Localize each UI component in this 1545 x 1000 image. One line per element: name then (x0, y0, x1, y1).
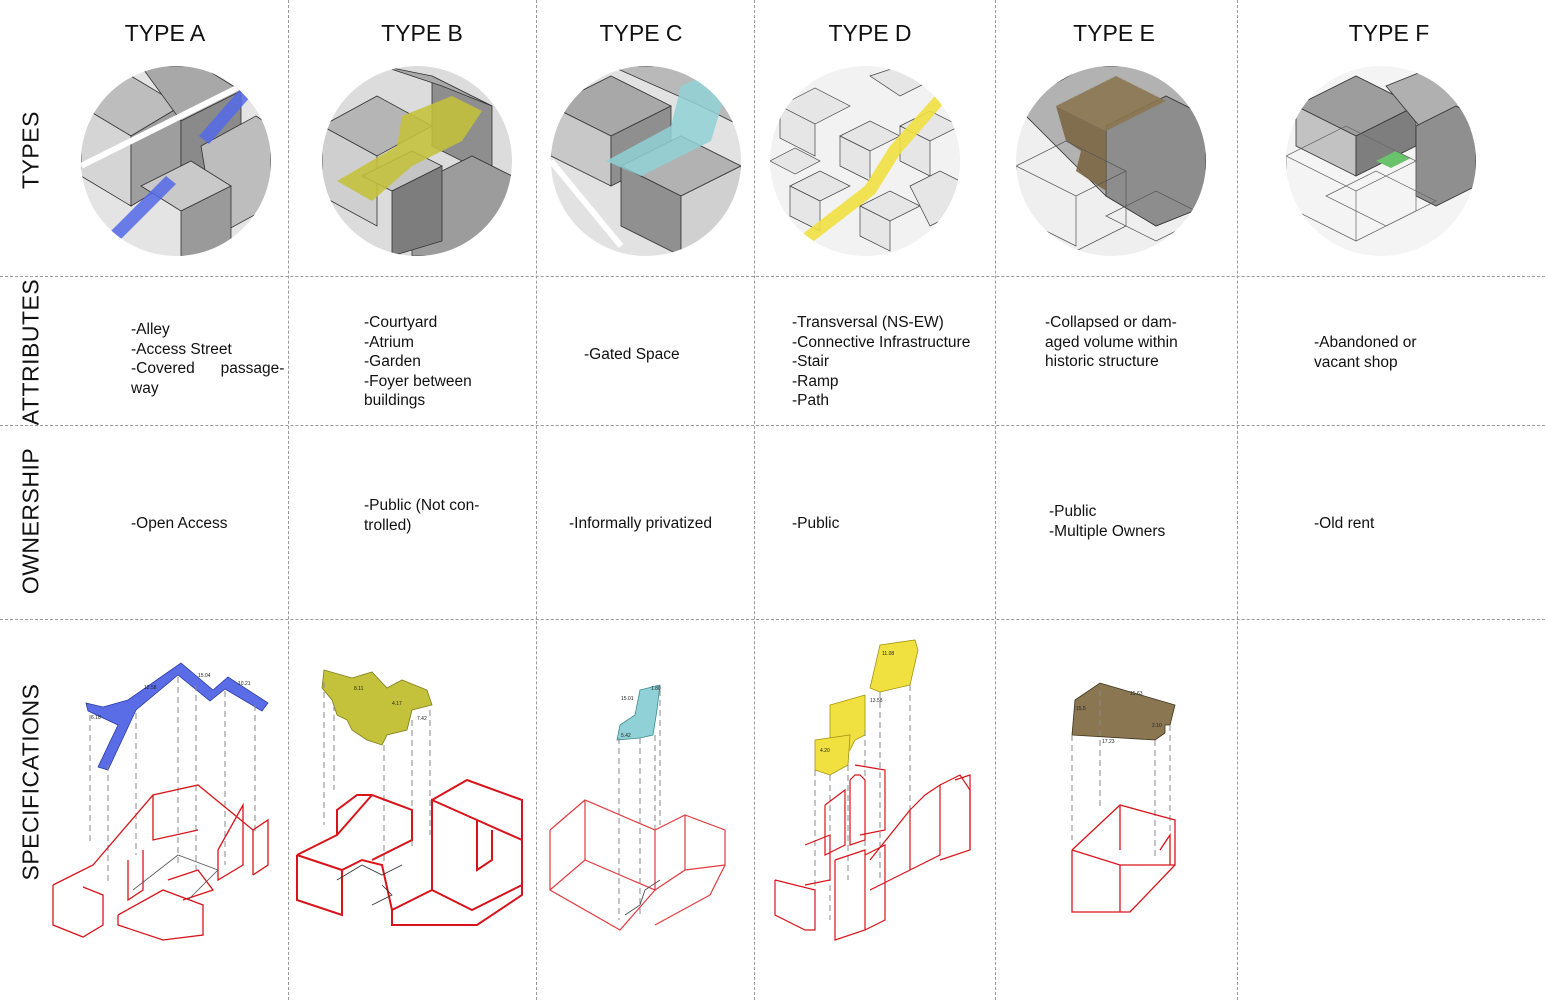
type-a-illustration (81, 66, 271, 256)
type-e-specification: 15.63 15.5 2.10 17.23 (1071, 682, 1176, 913)
type-f-attributes: -Abandoned or vacant shop (1314, 333, 1417, 372)
dimension-label: 5.42 (621, 733, 631, 739)
attribute-line: -Alley (131, 321, 170, 338)
attribute-line: -Access Street (131, 340, 232, 358)
type-f-illustration (1286, 66, 1476, 256)
ownership-line: -Informally privatized (569, 515, 712, 532)
type-a-ownership: -Open Access (131, 514, 228, 534)
dimension-label: 1.80 (651, 686, 661, 692)
attribute-line: vacant shop (1314, 353, 1398, 371)
dimension-label: 15.5 (1076, 706, 1086, 712)
dimension-label: 10.21 (238, 681, 251, 687)
dimension-label: 7.42 (417, 716, 427, 722)
type-a-specification: 12.58 10.21 15.04 6.18 (52, 662, 269, 941)
column-title-type-b: TYPE B (381, 20, 463, 46)
attribute-line: -Collapsed or dam- (1045, 314, 1177, 331)
type-c-attributes: -Gated Space (584, 345, 680, 365)
column-title-type-f: TYPE F (1348, 20, 1430, 46)
dimension-label: 17.23 (1102, 739, 1115, 745)
type-d-ownership: -Public (792, 514, 839, 534)
type-d-specification: 11.08 13.58 4.20 (774, 639, 971, 941)
type-b-highlight (337, 96, 482, 201)
attribute-line: -Atrium (364, 333, 414, 351)
column-divider (288, 0, 289, 1000)
ownership-line: -Public (792, 515, 840, 532)
type-d-attributes: -Transversal (NS-EW) -Connective Infrast… (792, 313, 970, 411)
type-f-ownership: -Old rent (1314, 514, 1374, 534)
row-label-ownership: OWNERSHIP (17, 447, 44, 595)
dimension-label: 15.01 (621, 696, 634, 702)
type-b-plan (321, 669, 433, 746)
type-e-ownership: -Public -Multiple Owners (1049, 502, 1165, 541)
type-a-attributes: -Alley -Access Street -Covered passage- … (131, 320, 286, 398)
attribute-line: -Garden (364, 353, 421, 370)
type-b-specification: 8.11 4.17 7.42 (296, 669, 523, 926)
row-divider (0, 619, 1545, 620)
ownership-line: -Public (Not con- (364, 497, 480, 514)
dimension-label: 15.04 (198, 673, 211, 679)
ownership-line: -Open Access (131, 515, 228, 532)
type-e-attributes: -Collapsed or dam- aged volume within hi… (1045, 313, 1178, 372)
column-title-type-c: TYPE C (599, 20, 683, 46)
dimension-label: 4.20 (820, 748, 830, 754)
type-c-illustration (551, 66, 741, 256)
attribute-line: -Foyer between (364, 372, 472, 390)
type-c-specification: 15.01 1.80 5.42 (549, 684, 726, 931)
dimension-label: 12.58 (144, 685, 157, 691)
ownership-line: -Old rent (1314, 515, 1375, 532)
column-title-type-d: TYPE D (828, 20, 912, 46)
type-a-plan (85, 662, 269, 771)
attribute-line: historic structure (1045, 353, 1159, 370)
attribute-line: way (131, 379, 159, 397)
column-title-type-e: TYPE E (1073, 20, 1155, 46)
dimension-label: 4.17 (392, 701, 402, 707)
ownership-line: -Multiple Owners (1049, 522, 1166, 540)
type-f-highlight (1376, 151, 1411, 168)
row-label-attributes: ATTRIBUTES (17, 278, 44, 426)
ownership-line: -Public (1049, 503, 1097, 520)
column-title-type-a: TYPE A (124, 20, 206, 46)
attribute-line: -Courtyard (364, 314, 438, 331)
ownership-line: trolled) (364, 516, 412, 534)
dimension-label: 2.10 (1152, 723, 1162, 729)
column-divider (536, 0, 537, 1000)
type-c-highlight (606, 71, 726, 176)
row-label-types: TYPES (17, 111, 44, 189)
column-divider (995, 0, 996, 1000)
attribute-line: -Stair (792, 353, 830, 370)
dimension-label: 13.58 (870, 698, 883, 704)
attribute-line: -Transversal (NS-EW) (792, 314, 944, 331)
type-d-illustration (770, 66, 960, 256)
dimension-label: 8.11 (354, 686, 364, 692)
type-e-plan (1071, 682, 1176, 741)
type-e-illustration (1016, 66, 1206, 256)
column-divider (754, 0, 755, 1000)
attribute-line: -Gated Space (584, 346, 680, 363)
type-a-highlight (199, 88, 251, 144)
type-d-plan-lower (814, 734, 851, 776)
attribute-line: -Connective Infrastructure (792, 333, 971, 351)
attribute-line: -Ramp (792, 372, 839, 390)
attribute-line: -Abandoned or (1314, 334, 1417, 351)
dimension-label: 6.18 (91, 715, 101, 721)
row-divider (0, 276, 1545, 277)
type-b-ownership: -Public (Not con- trolled) (364, 496, 479, 535)
dimension-label: 11.08 (882, 651, 894, 657)
type-b-attributes: -Courtyard -Atrium -Garden -Foyer betwee… (364, 313, 472, 411)
attribute-line: -Path (792, 392, 830, 409)
attribute-line: aged volume within (1045, 333, 1178, 351)
type-d-plan-upper (869, 639, 919, 693)
row-divider (0, 425, 1545, 426)
row-label-specifications: SPECIFICATIONS (17, 683, 44, 881)
type-c-plan (616, 684, 661, 741)
type-c-ownership: -Informally privatized (569, 514, 712, 534)
column-divider (1237, 0, 1238, 1000)
attribute-line: buildings (364, 392, 426, 409)
attribute-line: -Covered passage- (131, 360, 285, 377)
dimension-label: 15.63 (1130, 691, 1143, 697)
type-d-highlight (800, 96, 945, 244)
type-b-illustration (322, 66, 512, 256)
type-e-highlight (1056, 76, 1166, 131)
